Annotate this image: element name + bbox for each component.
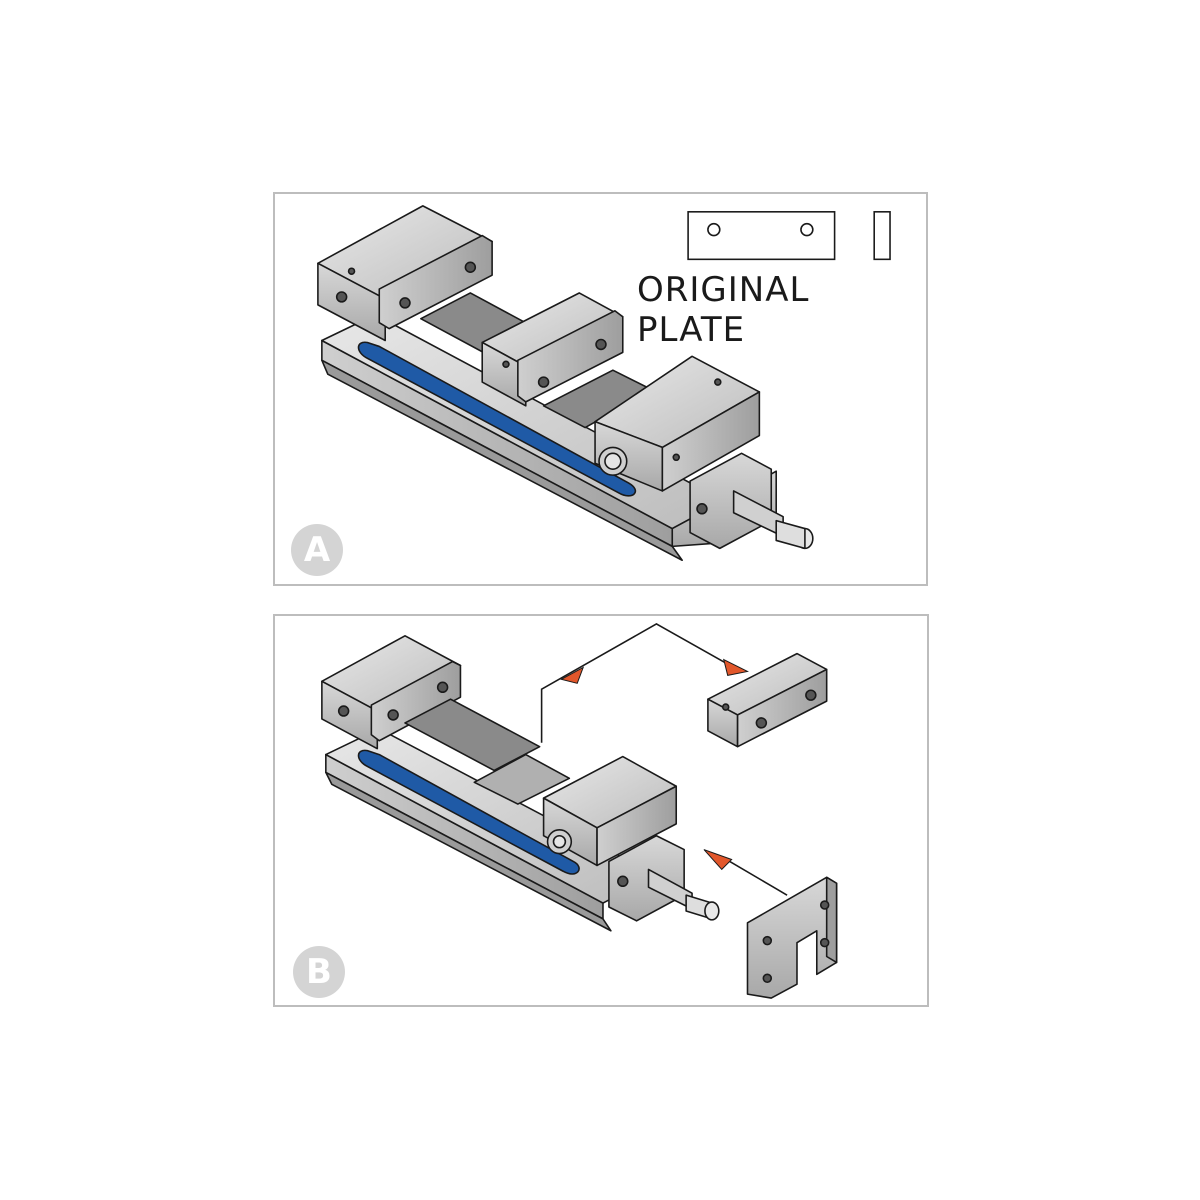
step-badge-a: A [291, 524, 343, 576]
removed-end-plate [746, 876, 838, 999]
step-badge-b: B [293, 946, 345, 998]
bolt-hole [347, 267, 356, 275]
removal-path-line [540, 623, 735, 743]
spindle-end [704, 901, 720, 921]
bolt-hole [762, 935, 773, 946]
bolt-hole [755, 717, 768, 729]
vise-blue-rail [357, 341, 637, 497]
slide-channel [404, 698, 541, 772]
bolt-hole [696, 503, 708, 515]
fixed-jaw-plate [370, 660, 462, 742]
arrow-head-orange [703, 849, 733, 871]
panel-a: ORIGINAL PLATE A [273, 192, 928, 586]
bolt-hole [335, 291, 348, 303]
middle-jaw-front [481, 341, 527, 407]
panel-b: B [273, 614, 929, 1007]
arrow-head-orange [560, 666, 585, 684]
bolt-hole [436, 681, 449, 694]
vise-base-bottom-rail [321, 359, 683, 562]
bolt-hole [502, 360, 510, 369]
bolt-hole [819, 937, 830, 948]
bolt-hole [595, 338, 607, 351]
bolt-hole [819, 900, 830, 910]
bolt-hole [617, 875, 629, 888]
fixed-jaw-front [321, 680, 379, 750]
moving-jaw-side [661, 391, 761, 492]
original-plate-label: ORIGINAL PLATE [637, 270, 810, 350]
original-plate-side-icon [873, 211, 891, 261]
bolt-hole [464, 261, 477, 273]
bolt-hole [721, 703, 730, 711]
bolt-hole [337, 705, 350, 717]
bolt-hole [714, 378, 722, 386]
arrow-head-orange [722, 658, 750, 676]
bolt-hole [805, 689, 817, 701]
vise-disassembly-illustration [321, 623, 838, 999]
removal-path-line [729, 860, 788, 896]
bolt-hole [762, 973, 773, 984]
bolt-hole [537, 376, 550, 388]
original-plate-face-icon [687, 211, 836, 261]
moving-jaw-side [596, 785, 678, 867]
vise-base-bottom-rail [325, 771, 612, 932]
vise-assembled-illustration [317, 205, 891, 562]
vise-blue-rail [357, 749, 580, 875]
bolt-hole [672, 453, 680, 462]
bolt-hole [399, 297, 411, 309]
slide-channel [473, 753, 571, 805]
fixed-jaw-front [317, 262, 386, 342]
bolt-hole [387, 709, 399, 721]
